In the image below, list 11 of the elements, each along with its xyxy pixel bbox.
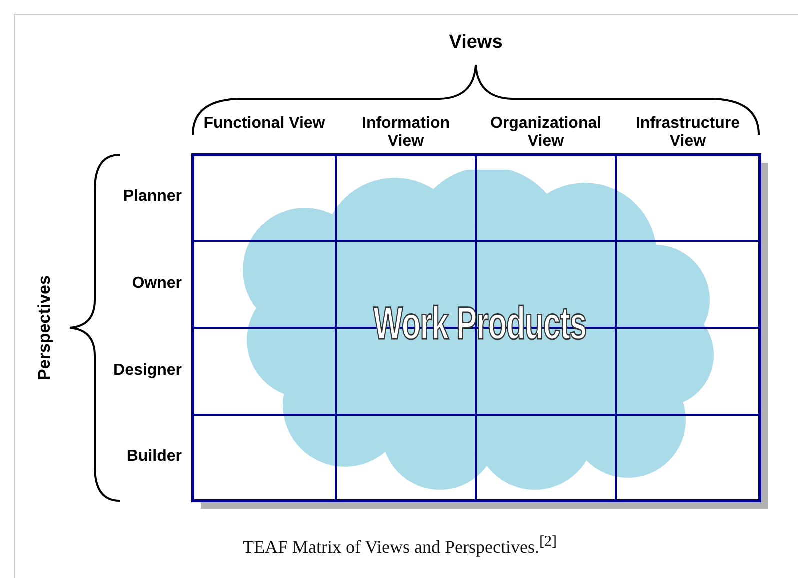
axis-title: Views [448, 32, 504, 54]
row-header: Owner [131, 274, 182, 292]
caption: TEAF Matrix of Views and Perspectives.$^{[2]}$ [242, 534, 558, 558]
row-header: Designer [112, 362, 182, 380]
column-header: Organizational View [489, 115, 603, 151]
column-header: Functional View [202, 115, 326, 133]
row-header: Builder [126, 448, 182, 466]
axis-title: Perspectives [35, 274, 55, 382]
column-header: Infrastructure View [634, 115, 742, 151]
row-header: Planner [122, 188, 182, 206]
column-header: Information View [361, 115, 451, 151]
